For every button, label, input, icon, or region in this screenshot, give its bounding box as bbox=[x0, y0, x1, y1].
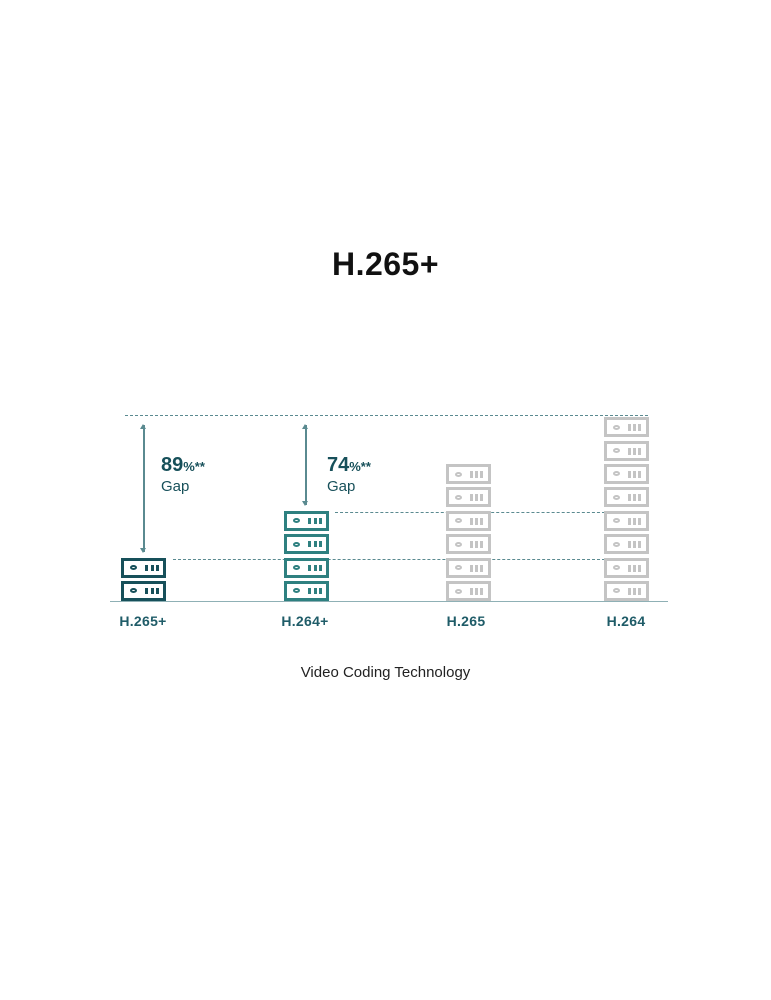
gap-percent-unit: %** bbox=[349, 459, 371, 474]
server-led-icon bbox=[613, 494, 620, 500]
server-drive-bars-icon bbox=[628, 447, 641, 455]
server-led-icon bbox=[613, 541, 620, 547]
gap-arrow-h264plus bbox=[302, 424, 308, 506]
server-icon bbox=[446, 510, 491, 531]
x-label-h264: H.264 bbox=[606, 613, 646, 629]
x-axis-baseline bbox=[110, 601, 668, 602]
server-icon bbox=[604, 557, 649, 578]
x-axis-title: Video Coding Technology bbox=[300, 664, 471, 681]
server-led-icon bbox=[455, 471, 462, 477]
server-stack-h264plus bbox=[284, 510, 329, 601]
x-label-h265plus: H.265+ bbox=[119, 613, 167, 629]
server-led-icon bbox=[130, 565, 137, 571]
server-drive-bars-icon bbox=[628, 470, 641, 478]
server-led-icon bbox=[293, 565, 300, 571]
server-icon bbox=[446, 487, 491, 508]
gap-percent-unit: %** bbox=[183, 459, 205, 474]
gap-label: Gap bbox=[161, 478, 190, 495]
server-led-icon bbox=[130, 588, 137, 594]
server-drive-bars-icon bbox=[145, 587, 159, 594]
server-led-icon bbox=[613, 518, 620, 524]
server-icon bbox=[604, 510, 649, 531]
server-icon bbox=[284, 510, 329, 531]
server-drive-bars-icon bbox=[308, 517, 322, 524]
server-drive-bars-icon bbox=[470, 541, 483, 549]
server-icon bbox=[446, 581, 491, 601]
server-icon bbox=[604, 463, 649, 484]
server-stack-h265 bbox=[446, 464, 491, 601]
server-icon bbox=[604, 417, 649, 438]
server-drive-bars-icon bbox=[628, 424, 641, 432]
server-led-icon bbox=[455, 518, 462, 524]
server-icon bbox=[446, 464, 491, 484]
server-led-icon bbox=[613, 565, 620, 571]
gap-annotation-h265plus: 89%** Gap bbox=[161, 454, 205, 495]
server-drive-bars-icon bbox=[628, 494, 641, 502]
server-led-icon bbox=[293, 541, 300, 547]
server-drive-bars-icon bbox=[470, 471, 483, 478]
server-led-icon bbox=[613, 448, 620, 454]
server-drive-bars-icon bbox=[470, 494, 483, 502]
server-icon bbox=[284, 534, 329, 555]
server-stack-h265plus bbox=[121, 557, 166, 601]
guide-line-h264-top bbox=[125, 415, 648, 416]
server-icon bbox=[284, 580, 329, 601]
server-led-icon bbox=[613, 424, 620, 430]
server-led-icon bbox=[613, 588, 620, 594]
gap-label: Gap bbox=[327, 478, 356, 495]
server-led-icon bbox=[455, 541, 462, 547]
x-label-h265: H.265 bbox=[446, 613, 486, 629]
server-drive-bars-icon bbox=[628, 564, 641, 572]
server-drive-bars-icon bbox=[470, 517, 483, 525]
server-drive-bars-icon bbox=[628, 587, 641, 595]
server-drive-bars-icon bbox=[145, 564, 159, 571]
guide-line-h265plus-top bbox=[173, 559, 605, 560]
server-led-icon bbox=[455, 588, 462, 594]
server-icon bbox=[446, 557, 491, 578]
server-icon bbox=[446, 534, 491, 555]
server-stack-h264 bbox=[604, 417, 649, 601]
gap-percent: 74 bbox=[327, 454, 350, 476]
server-drive-bars-icon bbox=[628, 541, 641, 549]
server-icon bbox=[604, 534, 649, 555]
gap-percent: 89 bbox=[161, 454, 184, 476]
server-drive-bars-icon bbox=[308, 541, 322, 548]
gap-arrow-h265plus bbox=[140, 424, 146, 553]
server-drive-bars-icon bbox=[470, 588, 483, 595]
server-icon bbox=[121, 580, 166, 601]
server-led-icon bbox=[613, 471, 620, 477]
page-title: H.265+ bbox=[331, 246, 440, 282]
server-led-icon bbox=[455, 565, 462, 571]
server-icon bbox=[604, 487, 649, 508]
server-led-icon bbox=[293, 518, 300, 524]
server-drive-bars-icon bbox=[308, 587, 322, 594]
server-drive-bars-icon bbox=[470, 564, 483, 572]
server-drive-bars-icon bbox=[308, 564, 322, 571]
server-drive-bars-icon bbox=[628, 517, 641, 525]
server-led-icon bbox=[455, 494, 462, 500]
server-led-icon bbox=[293, 588, 300, 594]
server-icon bbox=[604, 580, 649, 601]
server-icon bbox=[284, 557, 329, 578]
x-label-h264plus: H.264+ bbox=[281, 613, 329, 629]
server-icon bbox=[121, 557, 166, 578]
server-icon bbox=[604, 440, 649, 461]
gap-annotation-h264plus: 74%** Gap bbox=[327, 454, 371, 495]
